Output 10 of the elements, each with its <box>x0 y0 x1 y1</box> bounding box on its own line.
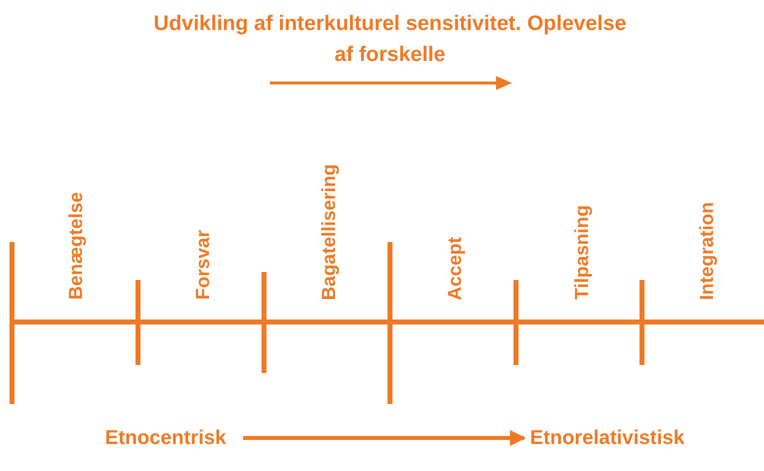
stage-label: Benægtelse <box>65 192 88 300</box>
stage-label: Tilpasning <box>571 205 594 300</box>
stage-group-label: Etnocentrisk <box>105 425 226 451</box>
stage-label: Accept <box>444 236 467 300</box>
stage-label: Bagatellisering <box>318 164 341 300</box>
arrow <box>243 430 526 446</box>
stage-label: Forsvar <box>192 230 215 300</box>
title: Udvikling af interkulturel sensitivitet. Oplevelse af forskelle <box>152 11 628 68</box>
stage-group-label: Etnorelativistisk <box>530 425 685 451</box>
stage-label: Integration <box>696 202 719 300</box>
